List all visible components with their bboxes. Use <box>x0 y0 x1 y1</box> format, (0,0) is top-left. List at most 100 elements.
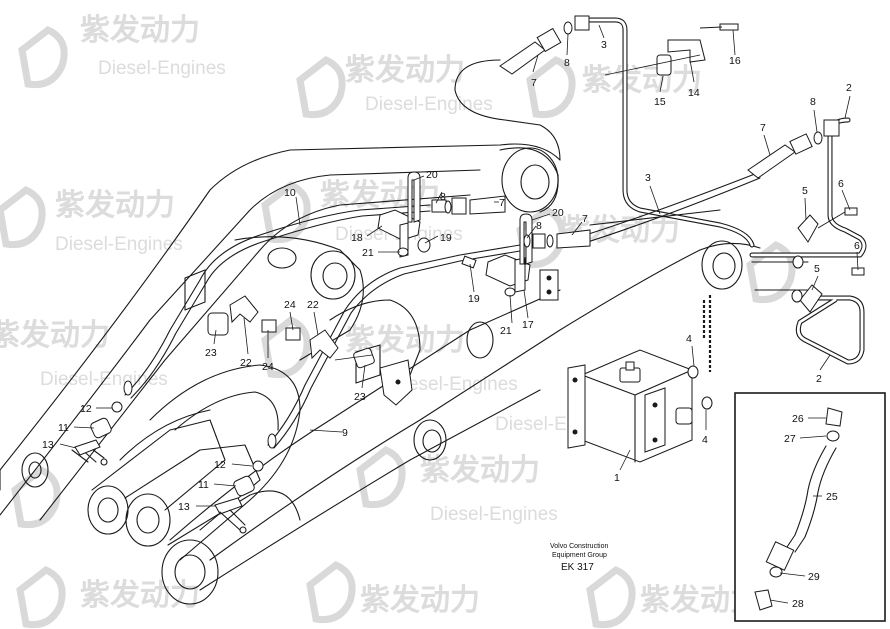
inset-frame <box>734 392 886 622</box>
callout-10: 10 <box>284 187 296 199</box>
watermark-logo-icon <box>306 560 356 624</box>
watermark-logo-icon <box>586 565 636 629</box>
callout-4: 4 <box>686 333 692 345</box>
watermark-logo-icon <box>356 445 406 509</box>
watermark-logo-icon <box>0 185 46 249</box>
caption-company-line2: Equipment Group <box>552 552 607 559</box>
valve-unit-1 <box>567 349 713 463</box>
callout-12: 12 <box>80 403 92 415</box>
callout-9: 9 <box>342 427 348 439</box>
callout-3: 3 <box>645 172 651 184</box>
callout-15: 15 <box>654 96 666 108</box>
watermark-cn: 紫发动力 <box>80 13 200 48</box>
inset-hose-assembly <box>754 407 843 611</box>
bolt-16 <box>719 23 739 31</box>
hose-fitting-7 <box>499 41 546 75</box>
callout-22: 22 <box>307 299 319 311</box>
callout-8: 8 <box>810 96 816 108</box>
callout-26: 26 <box>792 413 804 425</box>
nut <box>574 15 590 31</box>
watermark-en: Diesel-Engines <box>365 94 493 115</box>
callout-6: 6 <box>838 178 844 190</box>
watermark-logo-icon <box>296 55 346 119</box>
callout-21: 21 <box>362 247 374 259</box>
callout-1: 1 <box>614 472 620 484</box>
watermark-en: Diesel-Engines <box>55 234 183 255</box>
callout-7: 7 <box>760 122 766 134</box>
callout-3: 3 <box>601 39 607 51</box>
callout-24: 24 <box>262 361 274 373</box>
callout-8: 8 <box>564 57 570 69</box>
callout-19: 19 <box>440 232 452 244</box>
callout-4: 4 <box>702 434 708 446</box>
watermark-logo-icon <box>746 240 796 304</box>
callout-6: 6 <box>854 240 860 252</box>
callout-2: 2 <box>846 82 852 94</box>
leader-lines <box>59 24 859 604</box>
caption-code: EK 317 <box>561 562 594 573</box>
callout-23: 23 <box>205 347 217 359</box>
callout-7: 7 <box>531 77 537 89</box>
watermark-en: Diesel-Engines <box>430 504 558 525</box>
clamp-22 <box>229 295 259 324</box>
caption-company-line1: Volvo Construction <box>550 543 608 550</box>
watermark-cn: 紫发动力 <box>420 453 540 488</box>
watermark-logo-icon <box>526 55 576 119</box>
callout-2: 2 <box>816 373 822 385</box>
watermark-cn: 紫发动力 <box>360 583 480 618</box>
clamp-block-23 <box>207 312 229 336</box>
callout-12: 12 <box>214 459 226 471</box>
cap-11 <box>90 417 112 439</box>
callout-labels: 7 8 3 16 14 15 2 8 7 3 5 6 5 6 2 4 4 1 1… <box>42 39 860 610</box>
callout-29: 29 <box>808 571 820 583</box>
callout-27: 27 <box>784 433 796 445</box>
watermark-logo-icon <box>18 25 68 89</box>
watermark-en: Diesel-Engines <box>40 369 168 390</box>
components <box>71 15 886 622</box>
callout-23: 23 <box>354 391 366 403</box>
nipple <box>536 27 562 53</box>
u-bolt-20 <box>407 171 421 223</box>
watermark-logo-icon <box>261 315 311 379</box>
callout-17: 17 <box>522 319 534 331</box>
boom-frame <box>0 143 761 605</box>
washer-8 <box>563 21 573 35</box>
callout-13: 13 <box>178 501 190 513</box>
callout-5: 5 <box>802 185 808 197</box>
callout-8: 8 <box>440 191 446 203</box>
callout-13: 13 <box>42 439 54 451</box>
hose-fitting-7 <box>747 144 796 179</box>
chain-13 <box>74 439 101 456</box>
callout-24: 24 <box>284 299 296 311</box>
callout-7: 7 <box>499 197 505 209</box>
watermark-en: Diesel-Engines <box>390 374 518 395</box>
callout-11: 11 <box>58 422 69 434</box>
sleeve-15 <box>656 54 672 76</box>
watermark-en: Diesel-Engines <box>98 58 226 79</box>
callout-7: 7 <box>582 213 588 225</box>
callout-21: 21 <box>500 325 512 337</box>
callout-22: 22 <box>240 357 252 369</box>
callout-5: 5 <box>814 263 820 275</box>
watermark-cn: 紫发动力 <box>80 578 200 613</box>
plate <box>539 269 559 301</box>
callout-19: 19 <box>468 293 480 305</box>
callout-8: 8 <box>536 220 542 232</box>
figure-caption: Volvo Construction Equipment Group EK 31… <box>550 543 608 573</box>
watermark-cn: 紫发动力 <box>0 318 110 353</box>
callout-20: 20 <box>552 207 564 219</box>
watermark-logo-icon <box>16 565 66 629</box>
callout-14: 14 <box>688 87 700 99</box>
watermark-logo-icon <box>11 465 61 529</box>
watermark-cn: 紫发动力 <box>320 178 440 213</box>
bracket-14 <box>667 39 706 63</box>
hose-fitting-upper <box>469 195 506 215</box>
callout-28: 28 <box>792 598 804 610</box>
watermark-layer: 紫发动力 Diesel-Engines 紫发动力 Diesel-Engines … <box>0 13 796 629</box>
watermark-cn: 紫发动力 <box>345 53 465 88</box>
callout-18: 18 <box>351 232 363 244</box>
watermark-cn: 紫发动力 <box>582 63 702 98</box>
watermark-cn: 紫发动力 <box>55 188 175 223</box>
callout-25: 25 <box>826 491 838 503</box>
